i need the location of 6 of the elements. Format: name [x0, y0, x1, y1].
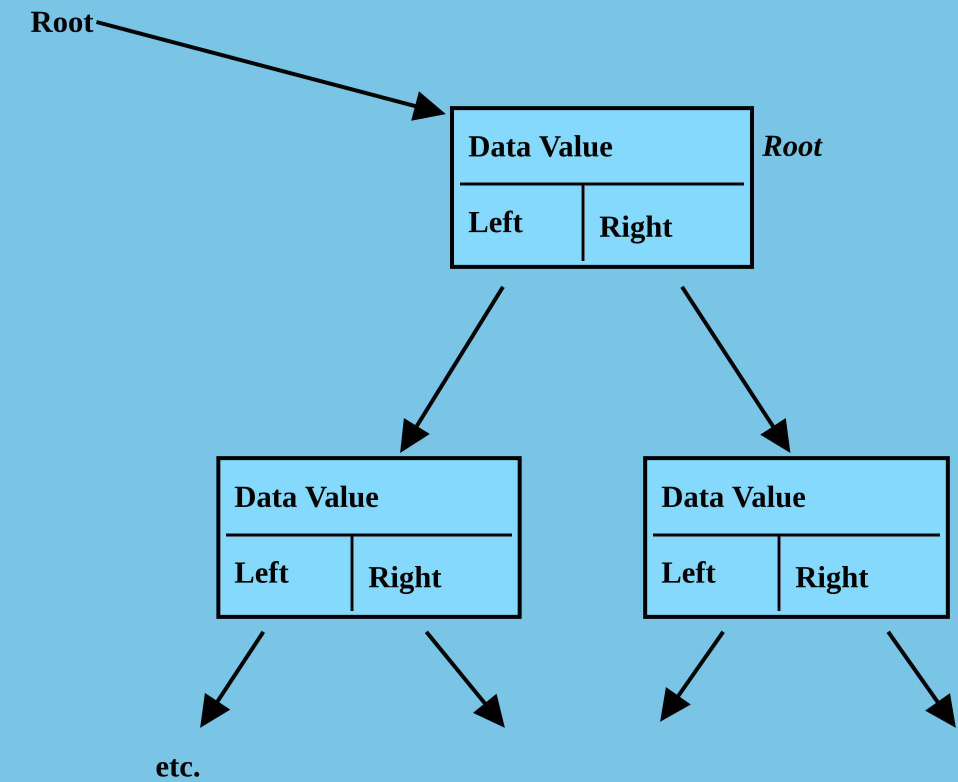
- note-label: etc.: [156, 759, 200, 777]
- node-box: Data Value Left Right: [643, 456, 950, 619]
- beside-label: Root: [762, 136, 823, 156]
- root-label: Root: [31, 12, 94, 32]
- node-box: Data Value Left Right: [216, 456, 522, 619]
- node-box: Data Value Left Right: [450, 106, 754, 269]
